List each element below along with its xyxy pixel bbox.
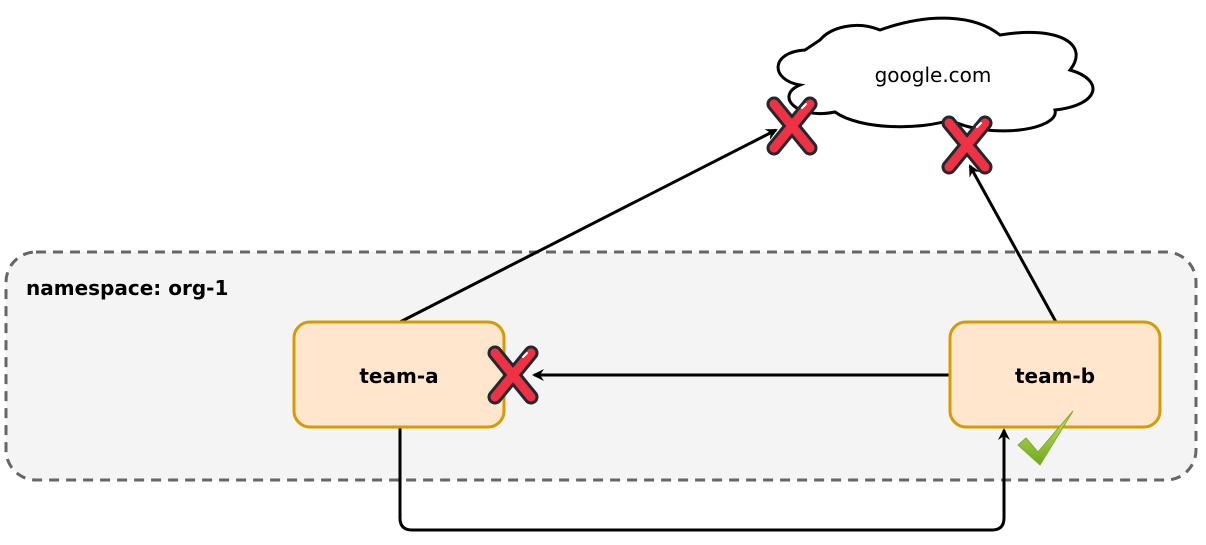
- team-b-label: team-b: [1015, 364, 1095, 388]
- deny-x-icon: [766, 96, 818, 156]
- edge-team-a-to-google[interactable]: [399, 128, 778, 324]
- node-team-a[interactable]: team-a: [292, 320, 506, 429]
- edge-team-a-to-team-b[interactable]: [398, 428, 1010, 532]
- cloud-shape[interactable]: [776, 16, 1095, 133]
- namespace-label: namespace: org-1: [26, 276, 228, 300]
- deny-x-icon: [941, 115, 993, 175]
- node-team-b[interactable]: team-b: [948, 320, 1162, 429]
- cloud-label: google.com: [875, 63, 992, 87]
- edge-team-b-to-google[interactable]: [968, 164, 1058, 323]
- allow-check-icon: [1017, 410, 1074, 466]
- deny-x-icon: [487, 345, 539, 405]
- team-a-label: team-a: [359, 364, 438, 388]
